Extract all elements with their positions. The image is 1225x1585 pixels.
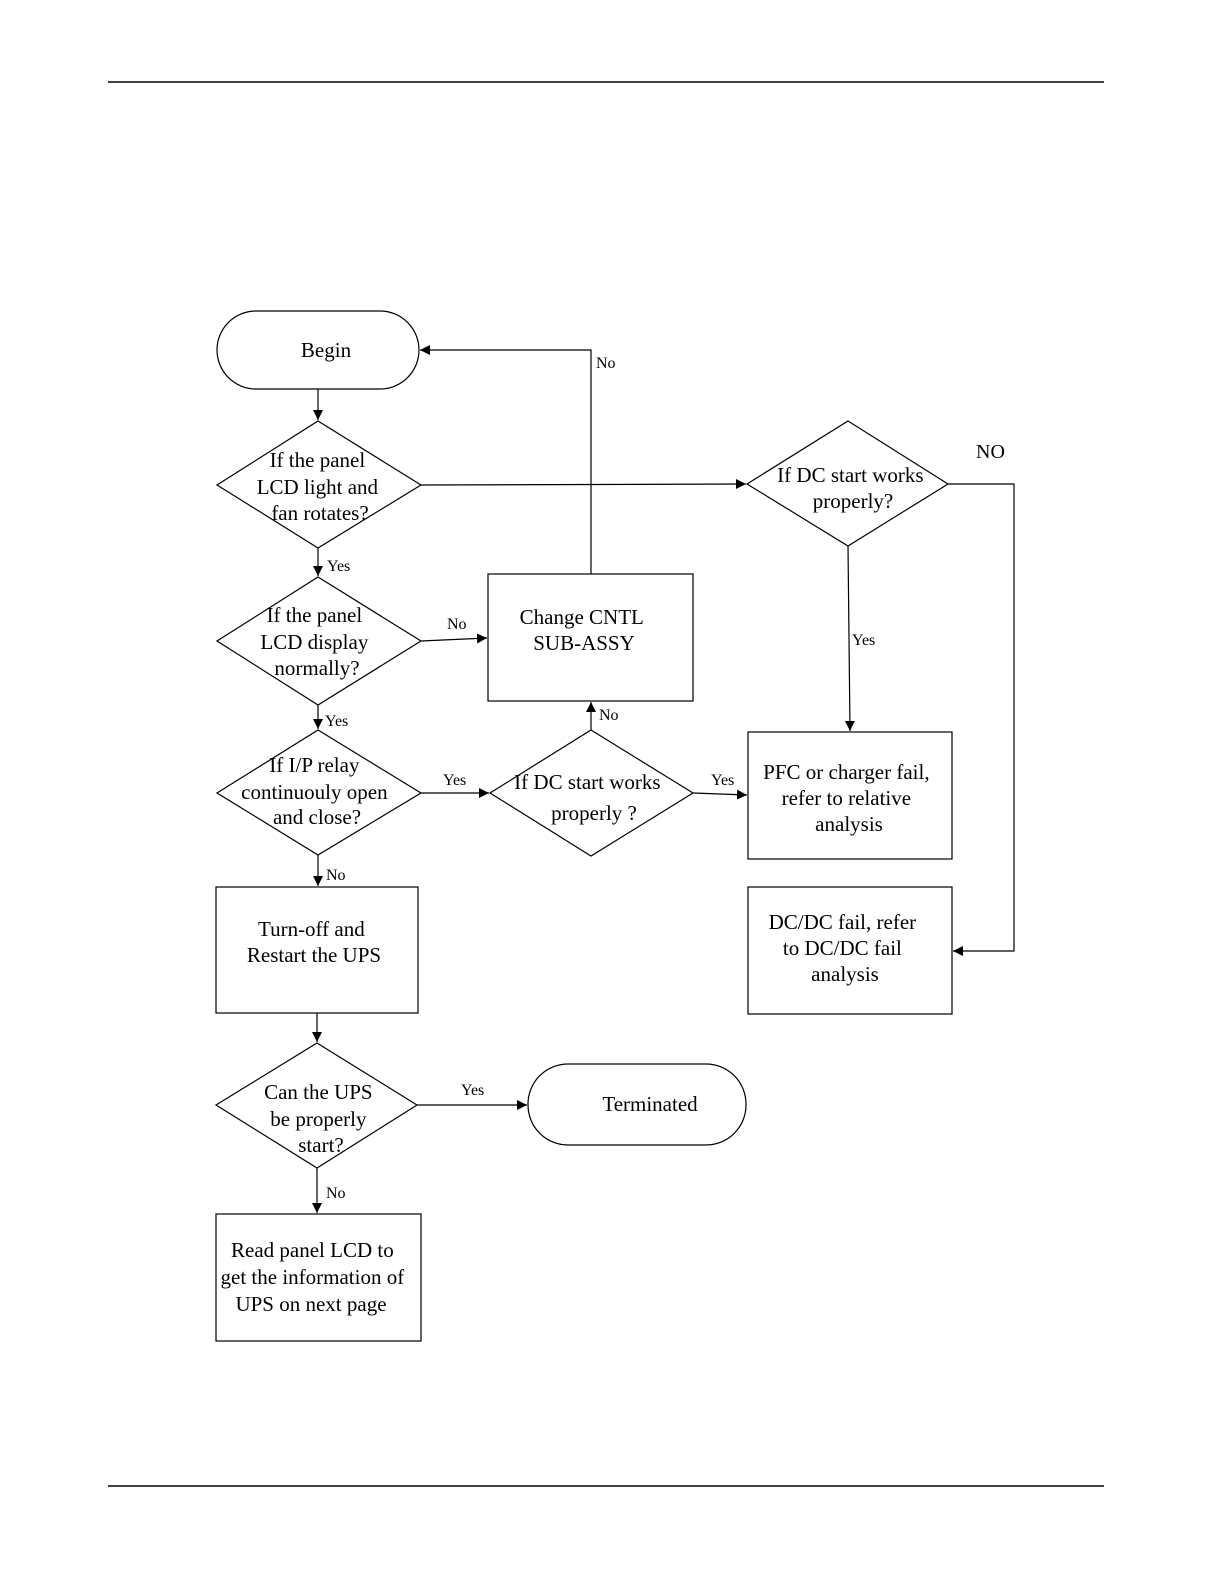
- edge-label-dc-top-no: NO: [976, 441, 1005, 463]
- dcdc-fail-label: DC/DC fail, refer to DC/DC fail analysis: [769, 910, 922, 986]
- dc-start-mid-decision: [488, 729, 695, 857]
- edge-label-dc-top-yes: Yes: [852, 632, 875, 649]
- edge-label-relay-yes: Yes: [443, 772, 466, 789]
- change-cntl-box: [487, 573, 694, 702]
- edge-dc-top-to-dcdc-fail: [948, 483, 1015, 956]
- pfc-fail-box: [747, 731, 953, 860]
- edge-label-dc-mid-yes: Yes: [711, 772, 734, 789]
- edge-label-dc-mid-no: No: [599, 707, 619, 724]
- terminated-label: Terminated: [602, 1092, 698, 1116]
- panel-lcd-light-label: If the panel LCD light and fan rotates?: [257, 448, 384, 525]
- edge-change-cntl-to-begin: [420, 345, 592, 574]
- edge-label-ups-start-no: No: [326, 1185, 346, 1202]
- turn-off-restart-box: [215, 886, 419, 1014]
- ups-start-label: Can the UPS be properly start?: [264, 1080, 378, 1157]
- turn-off-restart-label: Turn-off and Restart the UPS: [247, 917, 381, 967]
- ip-relay-label: If I/P relay continuouly open and close?: [241, 753, 393, 829]
- edge-label-lcd-light-yes: Yes: [327, 558, 350, 575]
- edge-label-ups-start-yes: Yes: [461, 1082, 484, 1099]
- dc-start-mid-label: If DC start works properly ?: [514, 770, 666, 825]
- edge-lcd-display-to-change-cntl: [420, 633, 488, 644]
- edge-label-lcd-display-yes: Yes: [325, 713, 348, 730]
- edge-dc-mid-to-pfc-fail: [692, 789, 748, 800]
- read-panel-label: Read panel LCD to get the information of…: [221, 1238, 410, 1316]
- edge-label-change-to-begin: No: [596, 355, 616, 372]
- edge-dc-top-to-pfc-fail: [844, 545, 855, 732]
- change-cntl-label: Change CNTL SUB-ASSY: [520, 605, 649, 655]
- terminated-terminal: [527, 1063, 747, 1146]
- read-panel-box: [215, 1213, 422, 1342]
- panel-lcd-display-label: If the panel LCD display normally?: [260, 603, 373, 680]
- pfc-fail-label: PFC or charger fail, refer to relative a…: [763, 760, 935, 836]
- dcdc-fail-box: [747, 886, 953, 1015]
- begin-label: Begin: [301, 338, 352, 362]
- edge-lcd-light-to-dc-top: [420, 479, 747, 490]
- dc-start-top-label: If DC start works properly?: [777, 463, 929, 513]
- edge-label-relay-no: No: [326, 867, 346, 884]
- edge-label-lcd-display-no: No: [447, 616, 467, 633]
